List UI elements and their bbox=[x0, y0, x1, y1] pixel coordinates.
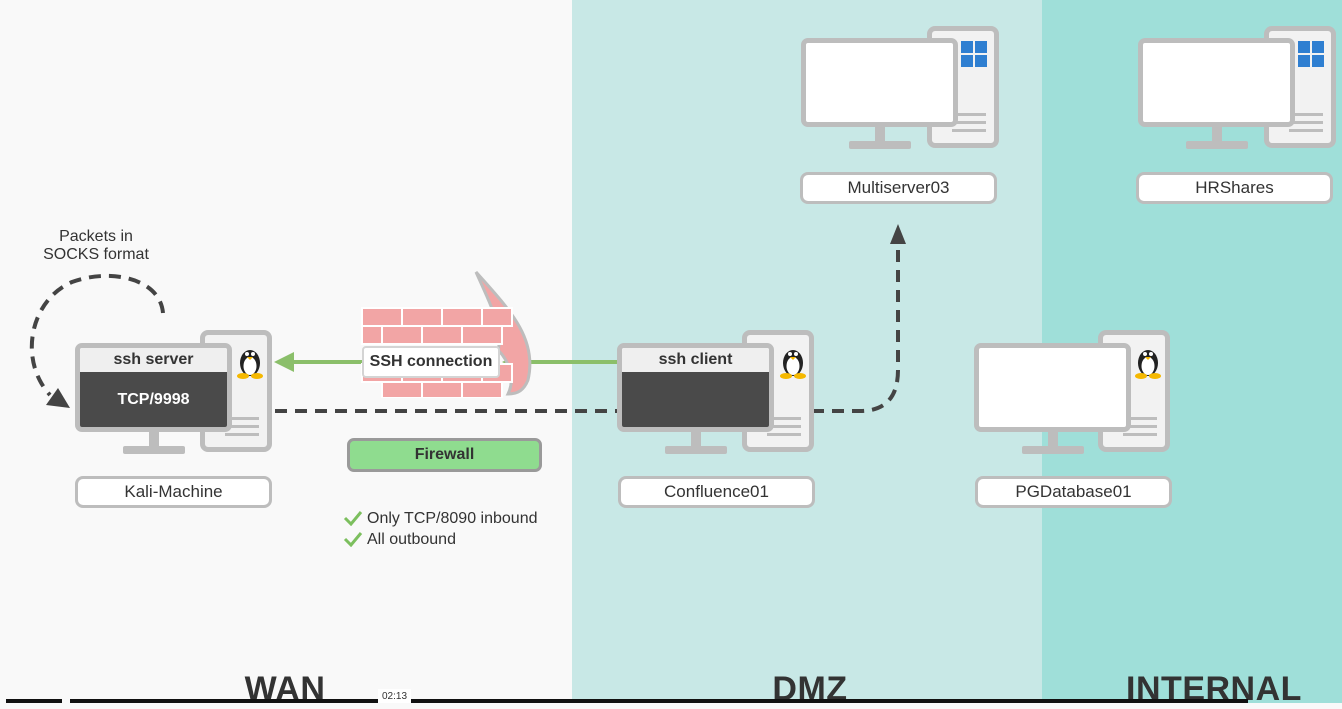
socks-loop-path bbox=[29, 274, 165, 397]
zone-label-wan: WAN bbox=[244, 670, 326, 708]
pgdatabase01-label: PGDatabase01 bbox=[975, 476, 1172, 508]
hrshares-label: HRShares bbox=[1136, 172, 1333, 204]
pivot-dashed-path bbox=[772, 245, 900, 413]
kali-machine-label: Kali-Machine bbox=[75, 476, 272, 508]
ssh-arrowhead-left bbox=[274, 352, 294, 372]
zone-label-internal: INTERNAL bbox=[1126, 670, 1302, 708]
checkmark-icon bbox=[343, 511, 363, 526]
firewall-rule-outbound: All outbound bbox=[367, 531, 456, 548]
ssh-connection-label: SSH connection bbox=[362, 346, 500, 378]
linux-penguin-icon bbox=[780, 350, 806, 379]
windows-logo-icon bbox=[1298, 41, 1324, 67]
linux-penguin-icon bbox=[1135, 350, 1161, 379]
video-progress-bar[interactable] bbox=[0, 699, 1342, 703]
socks-annotation-line1: Packets in bbox=[59, 228, 133, 245]
firewall-rule-inbound: Only TCP/8090 inbound bbox=[367, 510, 538, 527]
pgdatabase-monitor bbox=[974, 343, 1131, 432]
kali-screen-title: ssh server bbox=[80, 348, 227, 372]
socks-loop-arrowhead bbox=[46, 388, 70, 408]
confluence01-label: Confluence01 bbox=[618, 476, 815, 508]
multiserver-monitor bbox=[801, 38, 958, 127]
firewall-icon bbox=[361, 271, 532, 398]
confluence-screen-terminal bbox=[622, 372, 769, 427]
windows-logo-icon bbox=[961, 41, 987, 67]
kali-monitor: ssh server TCP/9998 bbox=[75, 343, 232, 432]
zone-label-dmz: DMZ bbox=[772, 670, 848, 708]
confluence-screen-title: ssh client bbox=[622, 348, 769, 372]
pivot-arrowhead bbox=[890, 224, 906, 244]
kali-screen-port: TCP/9998 bbox=[80, 372, 227, 427]
video-timestamp: 02:13 bbox=[378, 689, 411, 703]
firewall-label: Firewall bbox=[347, 438, 542, 472]
linux-penguin-icon bbox=[237, 350, 263, 379]
checkmark-icon bbox=[343, 532, 363, 547]
socks-annotation-line2: SOCKS format bbox=[43, 246, 149, 263]
hrshares-monitor bbox=[1138, 38, 1295, 127]
multiserver03-label: Multiserver03 bbox=[800, 172, 997, 204]
confluence-monitor: ssh client bbox=[617, 343, 774, 432]
